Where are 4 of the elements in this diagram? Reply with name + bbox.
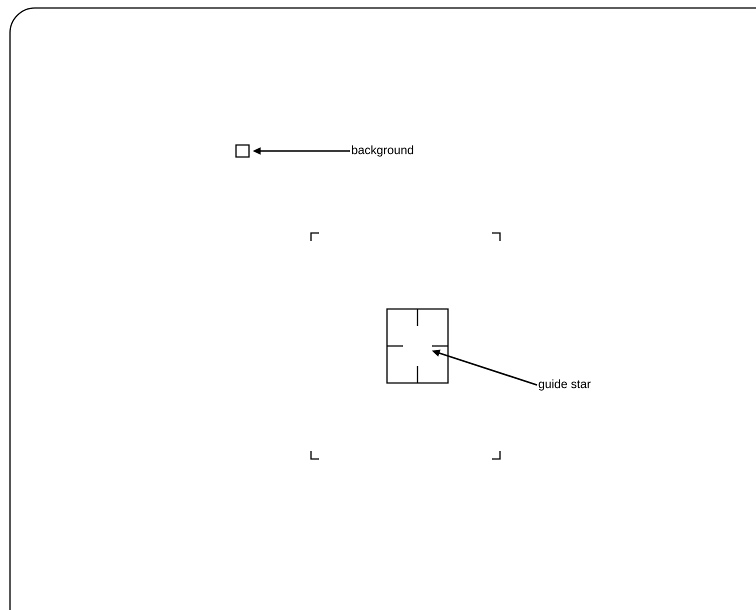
reticle bbox=[386, 308, 449, 384]
label-text: background bbox=[352, 145, 414, 157]
label-text: guide star bbox=[538, 379, 591, 391]
small-square bbox=[235, 144, 250, 158]
